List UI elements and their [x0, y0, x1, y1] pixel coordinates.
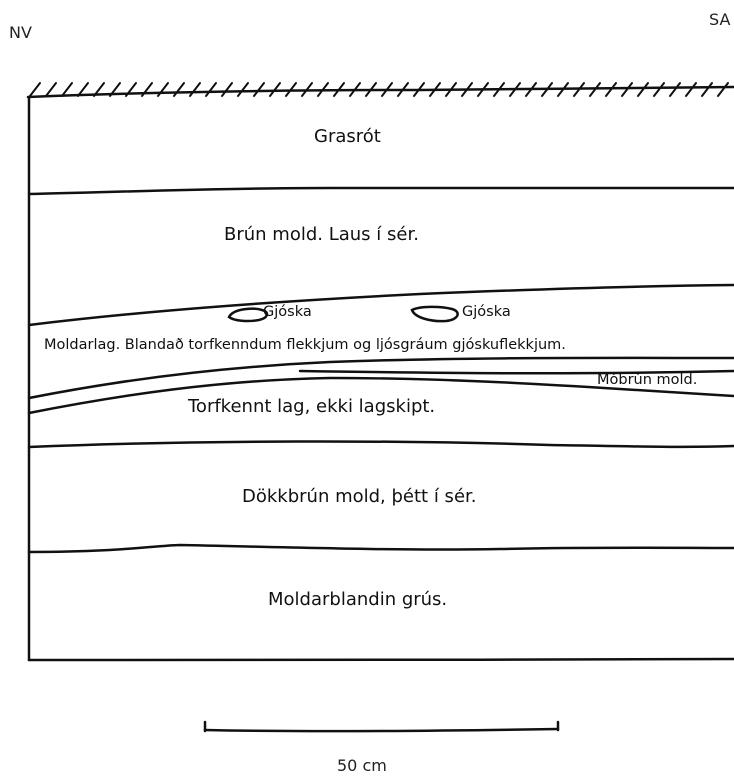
scale-bar-line — [203, 727, 560, 733]
layer-label-mobrun-mold: Móbrún mold. — [597, 372, 698, 388]
ground-surface-line — [26, 85, 734, 99]
orientation-left-label: NV — [9, 23, 32, 42]
layer-label-torfkennt: Torfkennt lag, ekki lagskipt. — [188, 396, 436, 417]
boundary-torf-dokkbrun — [27, 440, 734, 449]
tephra-patch-1 — [227, 307, 269, 323]
bottom-line — [27, 657, 734, 662]
section-frame — [26, 85, 734, 662]
scale-bar-label: 50 cm — [337, 756, 387, 775]
layer-label-moldarblandin-grus: Moldarblandin grús. — [268, 589, 448, 610]
tephra-patches — [227, 305, 459, 323]
boundary-moldarlag-mobrun — [27, 356, 734, 400]
layer-label-dokkbrun: Dökkbrún mold, þétt í sér. — [242, 486, 477, 507]
layer-boundaries — [27, 186, 734, 554]
tephra-patch-2 — [410, 305, 459, 323]
boundary-mobrun-upper — [298, 369, 734, 375]
boundary-grasrot-brun — [27, 186, 734, 196]
layer-label-moldarlag: Moldarlag. Blandað torfkenndum flekkjum … — [44, 337, 566, 353]
layer-label-grasrot: Grasrót — [314, 126, 381, 147]
orientation-right-label: SA — [709, 10, 731, 29]
tephra-label-2: Gjóska — [462, 304, 511, 320]
boundary-dokkbrun-grus — [27, 543, 734, 554]
tephra-label-1: Gjóska — [263, 304, 312, 320]
left-wall-line — [27, 95, 31, 662]
boundary-brun-moldarlag — [27, 283, 734, 327]
layer-label-brun-mold: Brún mold. Laus í sér. — [224, 224, 419, 245]
scale-bar — [203, 720, 560, 733]
boundary-mobrun-torf — [27, 376, 734, 415]
